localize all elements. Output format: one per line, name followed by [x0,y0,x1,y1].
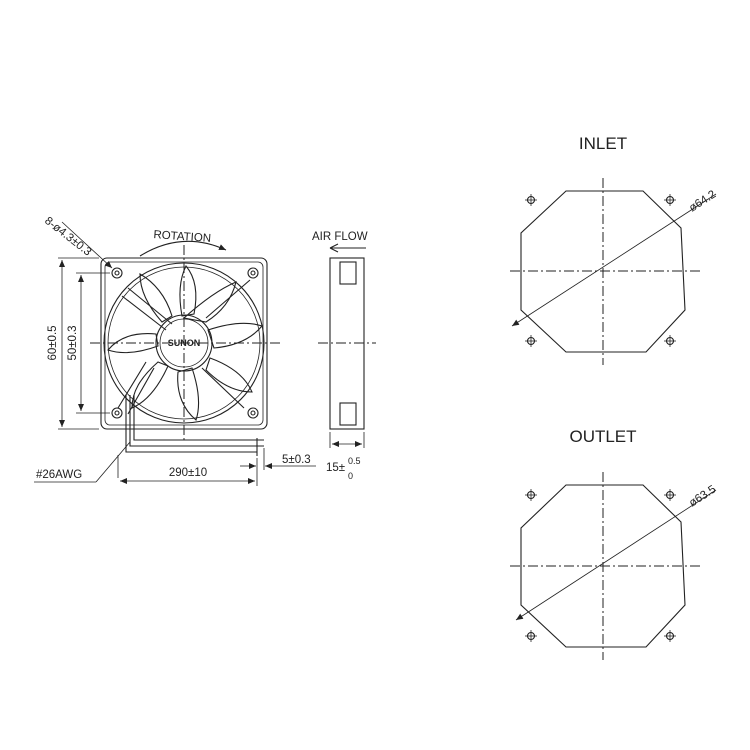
fan-blades [107,265,263,421]
dim-outer: 60±0.5 [47,325,59,360]
lead-wires [125,395,264,456]
outlet-outline [520,484,686,648]
inlet-outline [520,190,686,353]
airflow-label: AIR FLOW [312,231,368,243]
wire-length: 290±10 [169,467,207,479]
inlet-view: INLET ø64.2 [510,134,718,365]
inlet-title: INLET [579,134,627,153]
thickness-lower: 0 [348,471,353,481]
outlet-diameter-line [515,489,717,621]
thickness-main: 15± [326,462,345,474]
outlet-mounting-holes [525,489,676,642]
mounting-holes [111,267,259,419]
hole-callout: 8-ø4.3±0.3 [42,215,93,259]
airflow-arrow [329,243,366,253]
outlet-view: OUTLET ø63.5 [510,427,718,660]
rotation-arrow [139,240,227,257]
side-view: AIR FLOW 15± 0.5 0 [312,231,376,481]
rotation-label: ROTATION [153,229,211,245]
thickness-upper: 0.5 [348,456,361,466]
strip-length: 5±0.3 [282,454,311,466]
wire-gauge-label: #26AWG [36,469,82,481]
inlet-diameter: ø64.2 [687,188,718,214]
inlet-diameter-line [511,193,717,327]
outlet-title: OUTLET [569,427,636,446]
dim-inner: 50±0.3 [67,325,79,360]
inlet-mounting-holes [525,194,676,347]
outlet-diameter: ø63.5 [687,483,718,509]
front-view: SUNON ROTATION 8-ø4.3±0.3 60±0.5 50±0.3 … [34,215,316,486]
